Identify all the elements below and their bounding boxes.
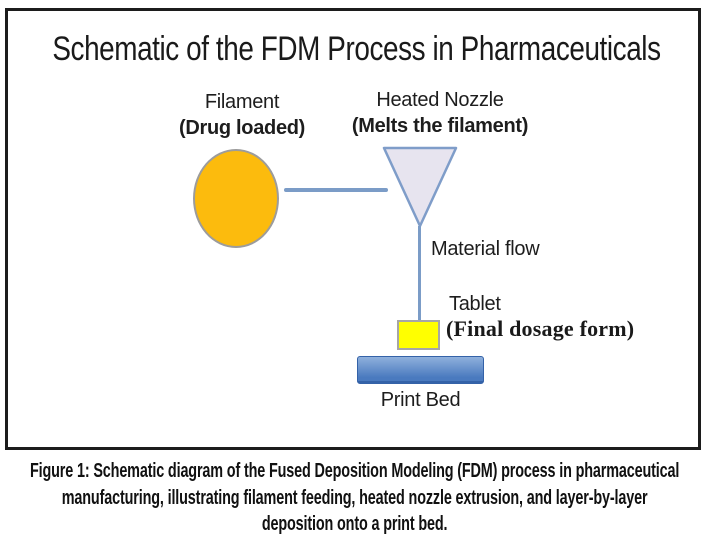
figure-caption-line3: deposition onto a print bed. bbox=[261, 513, 448, 535]
heated-nozzle-triangle bbox=[382, 146, 458, 228]
diagram-title: Schematic of the FDM Process in Pharmace… bbox=[52, 30, 661, 68]
print-bed-label: Print Bed bbox=[380, 389, 461, 411]
nozzle-label: Heated Nozzle bbox=[376, 89, 504, 111]
diagram-border-box: Schematic of the FDM Process in Pharmace… bbox=[5, 8, 701, 450]
nozzle-label-group: Heated Nozzle (Melts the filament) bbox=[335, 87, 545, 139]
figure-caption-line1: Figure 1: Schematic diagram of the Fused… bbox=[29, 460, 680, 482]
filament-label-group: Filament (Drug loaded) bbox=[162, 89, 322, 141]
tablet-label: Tablet bbox=[449, 293, 501, 315]
filament-label: Filament bbox=[204, 91, 280, 113]
tablet-sublabel: (Final dosage form) bbox=[446, 316, 635, 341]
material-flow-line bbox=[418, 226, 421, 322]
filament-spool-circle bbox=[193, 149, 279, 248]
figure-caption-line2: manufacturing, illustrating filament fee… bbox=[61, 486, 648, 509]
filament-sublabel: (Drug loaded) bbox=[178, 117, 306, 139]
nozzle-sublabel: (Melts the filament) bbox=[351, 115, 529, 137]
figure-caption: Figure 1: Schematic diagram of the Fused… bbox=[0, 458, 709, 538]
material-flow-label: Material flow bbox=[431, 238, 540, 260]
tablet-shape bbox=[397, 320, 440, 350]
filament-feed-line bbox=[284, 188, 388, 192]
print-bed-shape bbox=[357, 356, 484, 384]
